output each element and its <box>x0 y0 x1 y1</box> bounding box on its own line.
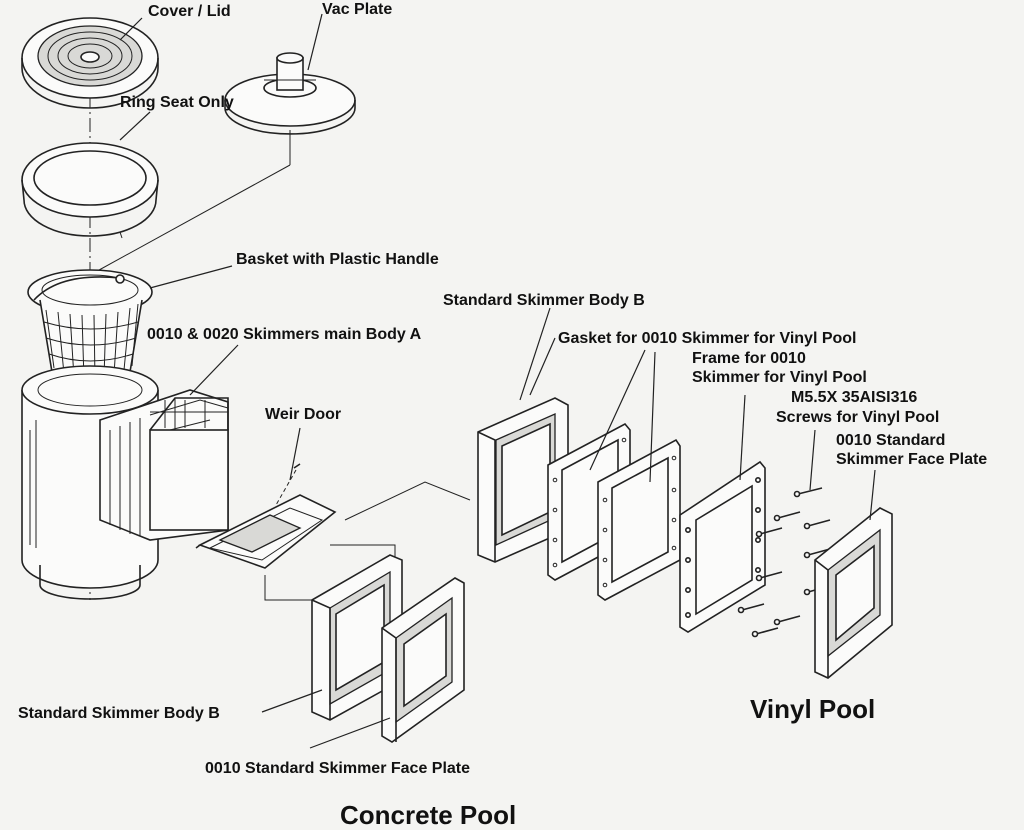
basket-part <box>27 269 153 384</box>
label-cover-lid: Cover / Lid <box>148 3 231 20</box>
label-std-body-b-concrete: Standard Skimmer Body B <box>18 705 220 722</box>
label-face-plate-vinyl-line2: Skimmer Face Plate <box>836 451 988 468</box>
label-face-plate-vinyl-line1: 0010 Standard <box>836 432 946 449</box>
skimmer-main-body-part <box>21 365 229 600</box>
label-std-body-b-vinyl: Standard Skimmer Body B <box>443 292 645 309</box>
label-vac-plate: Vac Plate <box>322 1 393 18</box>
concrete-body-b-part <box>311 554 403 721</box>
label-frame-line1: Frame for 0010 <box>692 350 806 367</box>
section-title-vinyl-pool: Vinyl Pool <box>750 694 876 724</box>
gasket-part-2 <box>597 438 681 601</box>
label-basket: Basket with Plastic Handle <box>236 251 439 268</box>
label-gasket: Gasket for 0010 Skimmer for Vinyl Pool <box>558 330 857 347</box>
leader-lines <box>119 13 876 749</box>
label-ring-seat: Ring Seat Only <box>120 94 234 111</box>
vac-plate-part <box>224 52 356 135</box>
vinyl-face-plate-part <box>814 507 893 679</box>
concrete-face-plate-part <box>381 577 465 743</box>
cover-lid-part <box>21 17 159 109</box>
weir-door-part <box>195 463 337 569</box>
ring-seat-part <box>21 142 159 239</box>
screws-part <box>737 487 831 638</box>
frame-part <box>679 460 766 633</box>
section-title-concrete-pool: Concrete Pool <box>340 800 517 830</box>
label-weir-door: Weir Door <box>265 406 342 423</box>
label-main-body: 0010 & 0020 Skimmers main Body A <box>147 326 422 343</box>
label-frame-line2: Skimmer for Vinyl Pool <box>692 369 867 386</box>
label-face-plate-concrete: 0010 Standard Skimmer Face Plate <box>205 760 471 777</box>
label-screws-line2: Screws for Vinyl Pool <box>776 409 940 426</box>
label-screws-line1: M5.5X 35AISI316 <box>791 389 918 406</box>
